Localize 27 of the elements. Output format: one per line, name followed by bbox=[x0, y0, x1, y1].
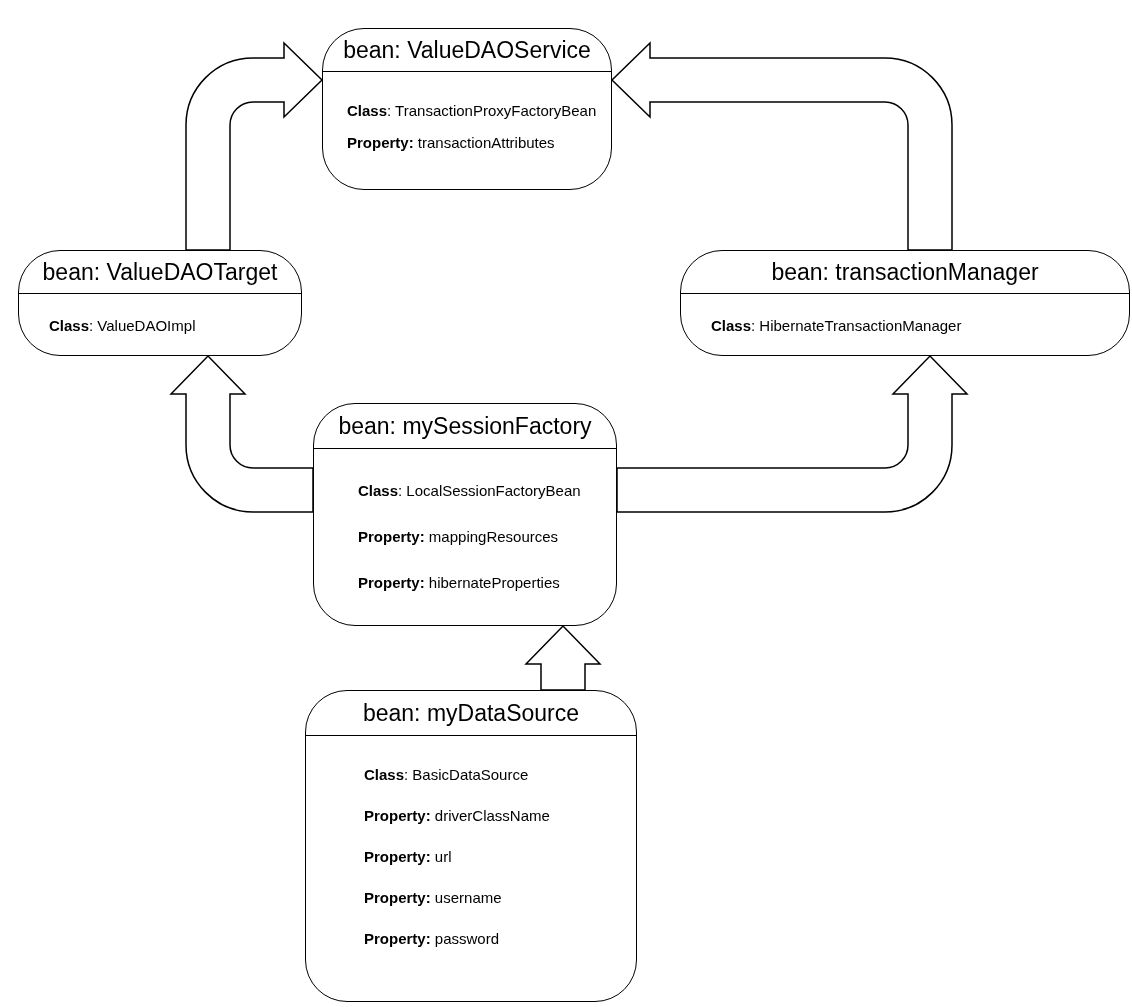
bean-name: bean: myDataSource bbox=[362, 699, 580, 727]
block-arrow bbox=[524, 624, 602, 691]
bean-property: Property: password bbox=[364, 930, 500, 947]
bean-box bbox=[313, 403, 617, 626]
bean-box bbox=[305, 690, 637, 1002]
block-arrow bbox=[611, 42, 953, 251]
bean-property: Class: ValueDAOImpl bbox=[49, 317, 196, 334]
bean-box bbox=[322, 28, 612, 190]
block-arrow bbox=[170, 355, 314, 513]
bean-name: bean: transactionManager bbox=[771, 258, 1039, 286]
bean-property: Property: username bbox=[364, 889, 502, 906]
bean-property: Property: transactionAttributes bbox=[347, 134, 555, 151]
bean-name: bean: mySessionFactory bbox=[338, 412, 592, 440]
bean-property: Class: BasicDataSource bbox=[364, 766, 529, 783]
bean-box bbox=[680, 250, 1130, 356]
bean-property: Property: url bbox=[364, 848, 452, 865]
bean-name: bean: ValueDAOService bbox=[343, 36, 591, 64]
bean-property: Property: hibernateProperties bbox=[358, 574, 560, 591]
bean-box bbox=[18, 250, 302, 356]
bean-property: Class: TransactionProxyFactoryBean bbox=[347, 102, 597, 119]
bean-property: Class: LocalSessionFactoryBean bbox=[358, 482, 581, 499]
bean-property: Property: mappingResources bbox=[358, 528, 559, 545]
bean-property: Property: driverClassName bbox=[364, 807, 550, 824]
bean-name: bean: ValueDAOTarget bbox=[42, 258, 278, 286]
bean-property: Class: HibernateTransactionManager bbox=[711, 317, 962, 334]
block-arrow bbox=[616, 355, 968, 513]
block-arrow bbox=[185, 42, 323, 251]
